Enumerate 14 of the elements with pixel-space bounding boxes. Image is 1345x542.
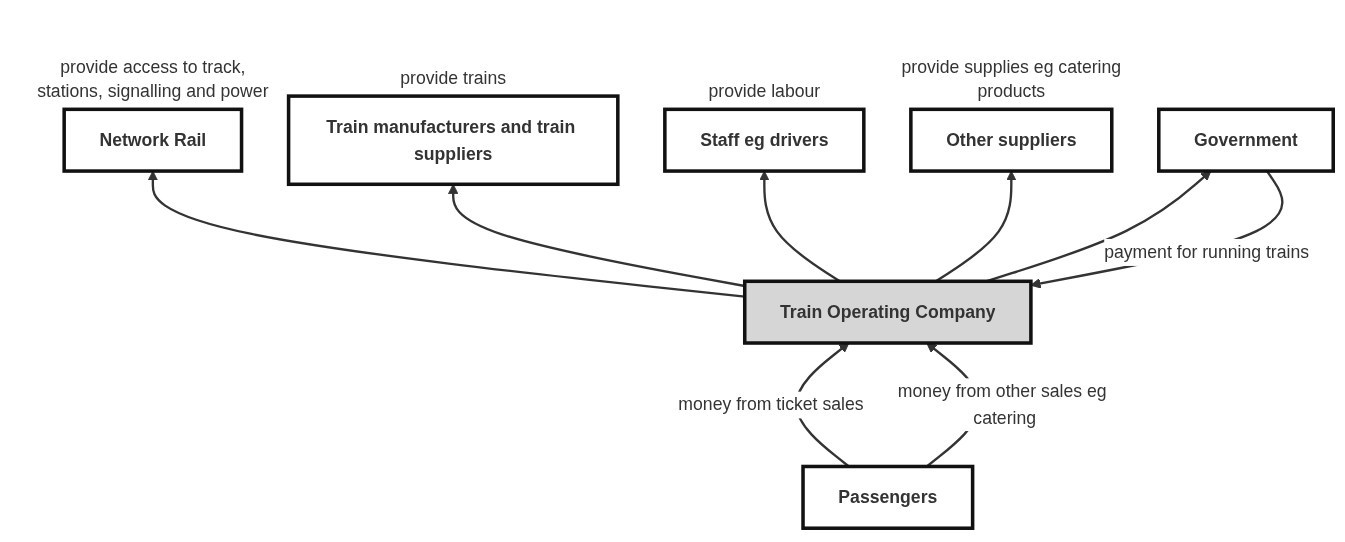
edge-label: payment for running trains (1104, 241, 1310, 262)
node-caption: provide labour (708, 78, 821, 103)
node-box: Passengers (801, 464, 975, 530)
node-box: Government (1157, 107, 1335, 173)
node-caption: provide trains (400, 65, 507, 90)
node-box: Train Operating Company (742, 279, 1033, 345)
node-caption: provide access to track, stations, signalling and power (36, 55, 270, 103)
node-box: Network Rail (62, 107, 244, 173)
node-box: Staff eg drivers (663, 107, 866, 173)
edge-label: money from ticket sales (678, 393, 864, 414)
node-caption: provide supplies eg catering products (900, 55, 1123, 103)
edge-label: money from other sales eg catering (897, 380, 1107, 428)
node-box: Train manufacturers and train suppliers (286, 94, 620, 187)
node-box: Other suppliers (909, 107, 1114, 173)
